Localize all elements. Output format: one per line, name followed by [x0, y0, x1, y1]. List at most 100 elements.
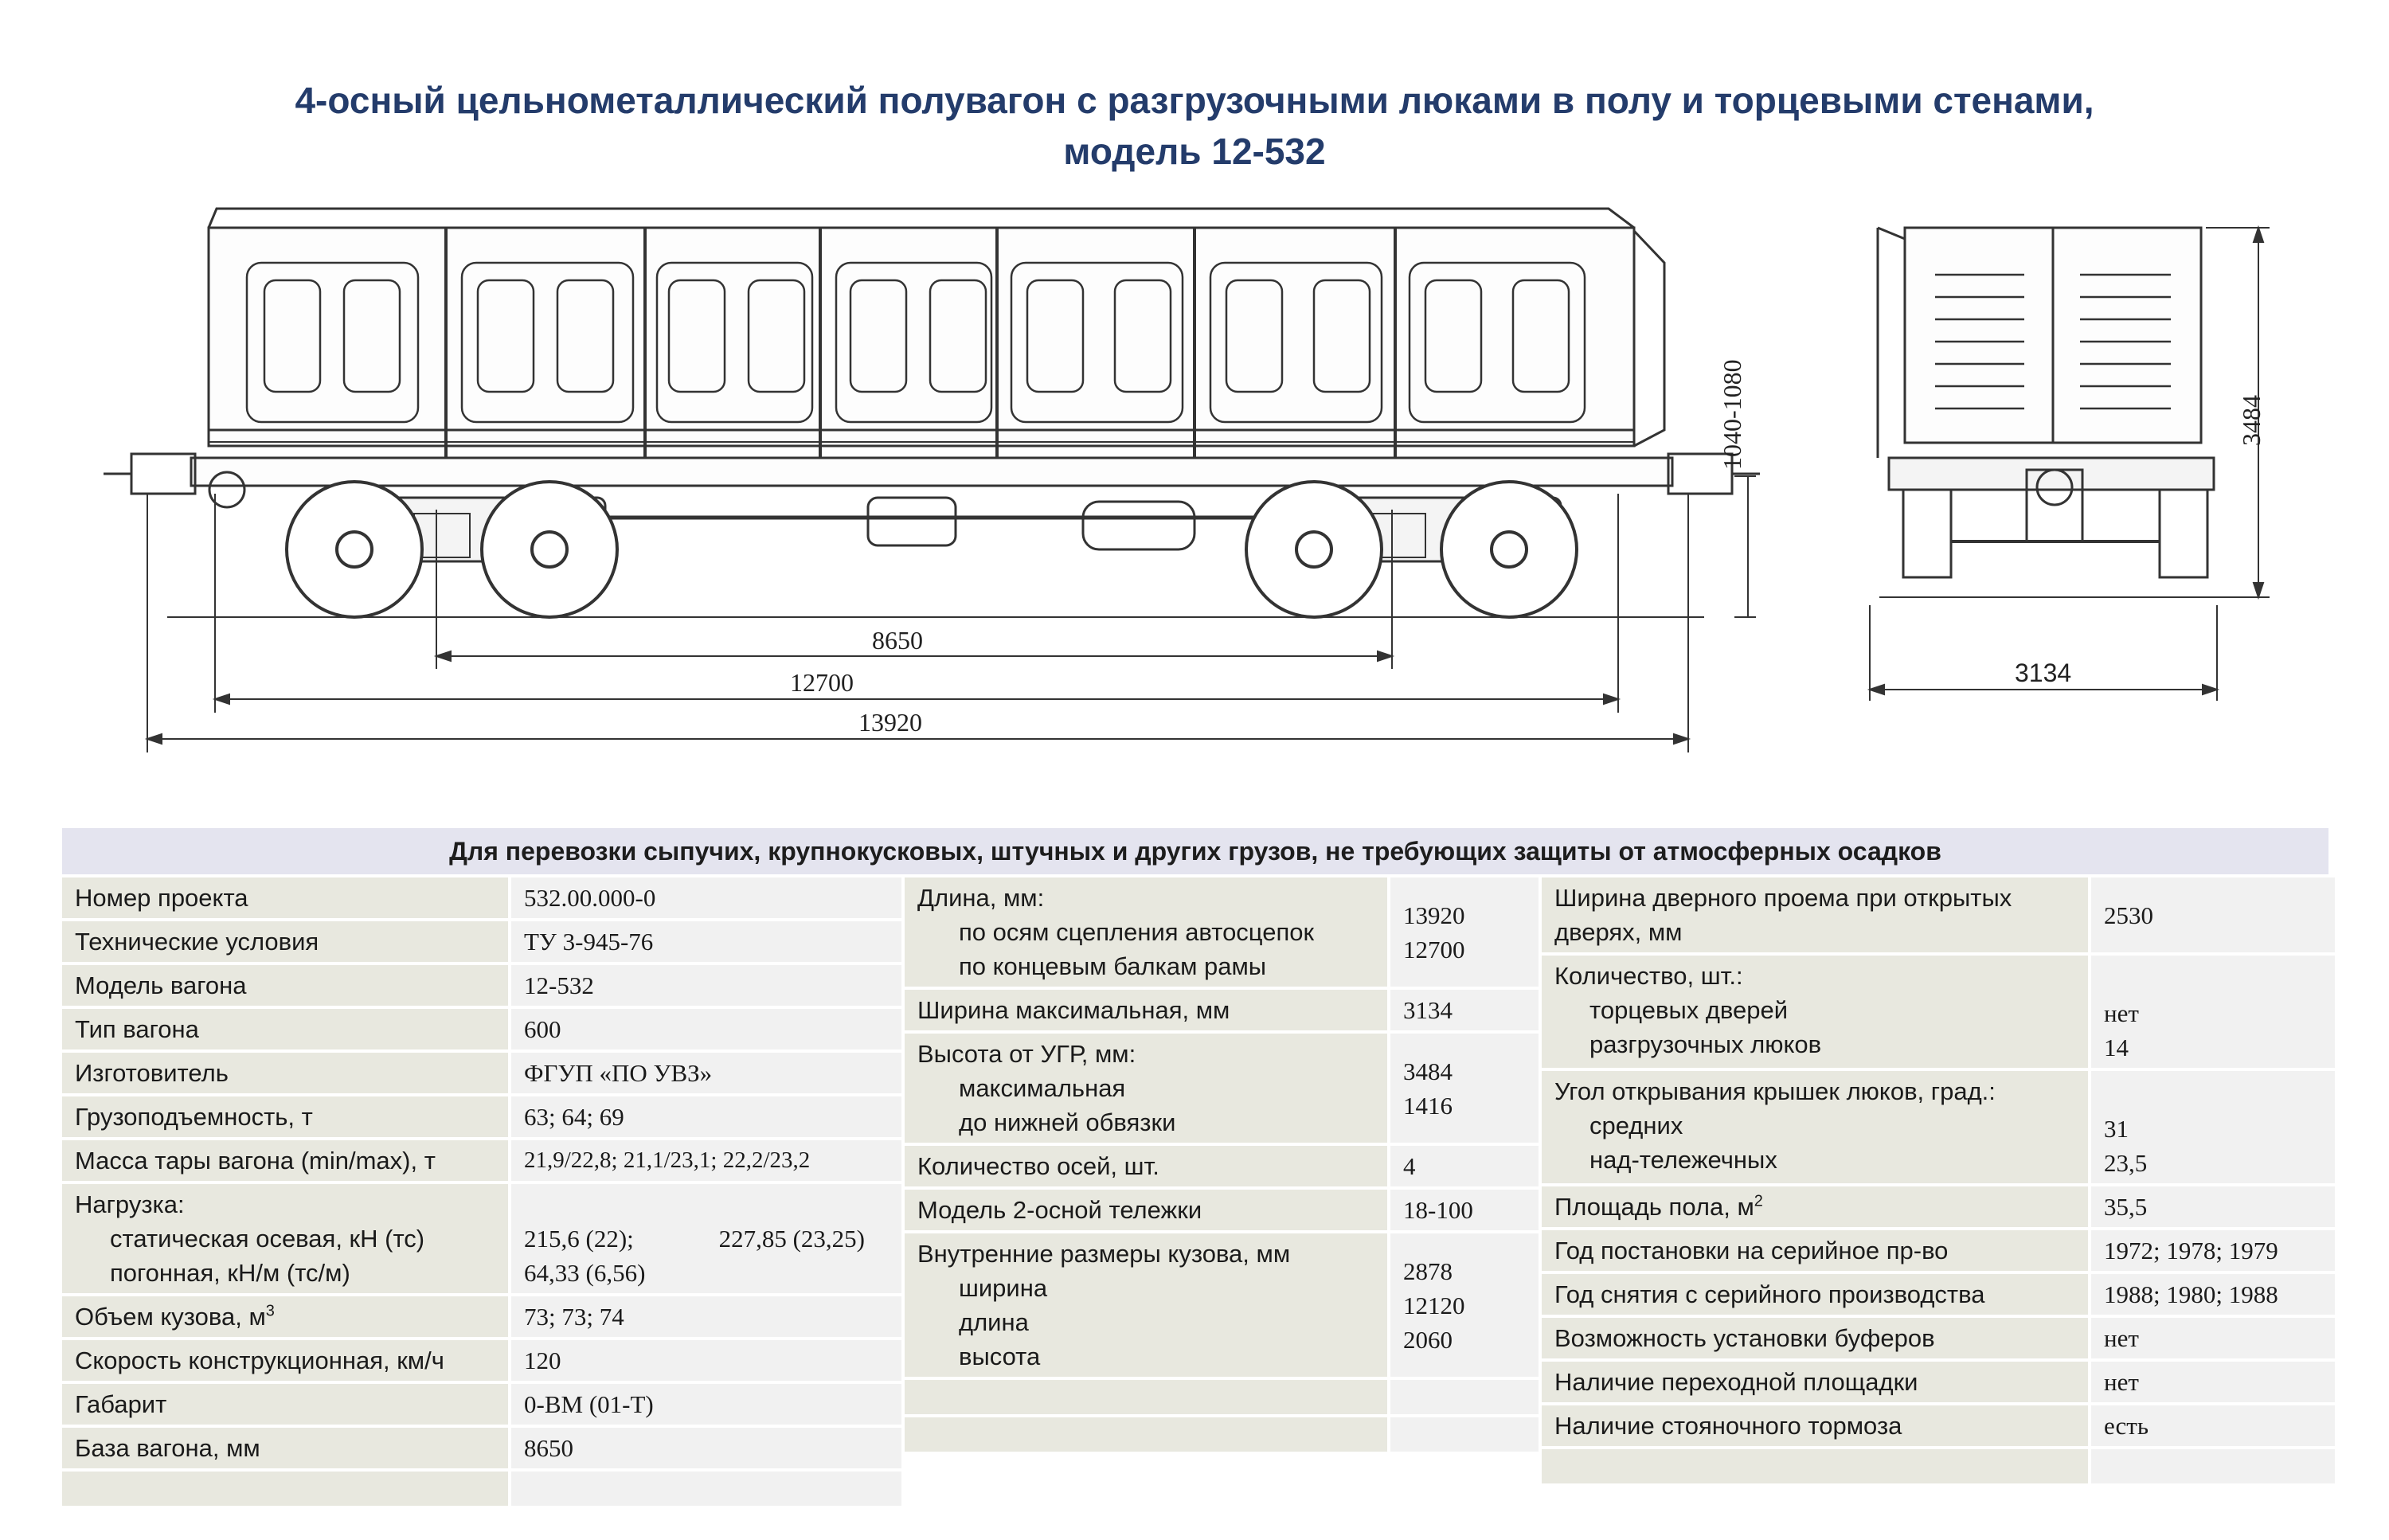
base-value: 8650: [511, 1428, 901, 1468]
inner-height-value: 2060: [1403, 1326, 1453, 1354]
project-value: 532.00.000-0: [511, 877, 901, 918]
height-lower-value: 1416: [1403, 1092, 1453, 1120]
table-row: База вагона, мм 8650: [62, 1428, 901, 1468]
table-row: Номер проекта 532.00.000-0: [62, 877, 901, 918]
floor-area-value: 35,5: [2091, 1186, 2335, 1227]
capacity-label: Грузоподъемность, т: [62, 1096, 508, 1137]
table-row: Высота от УГР, мм: максимальная до нижне…: [905, 1034, 1539, 1143]
specs-column-3: Ширина дверного проема при открытых двер…: [1542, 877, 2335, 1509]
table-row: Технические условия ТУ 3-945-76: [62, 921, 901, 962]
inner-width-value: 2878: [1403, 1257, 1453, 1285]
base-label: База вагона, мм: [62, 1428, 508, 1468]
maker-value: ФГУП «ПО УВЗ»: [511, 1053, 901, 1093]
end-year-value: 1988; 1980; 1988: [2091, 1274, 2335, 1315]
gauge-value: 0-ВМ (01-Т): [511, 1384, 901, 1425]
table-header: Для перевозки сыпучих, крупнокусковых, ш…: [62, 828, 2328, 877]
table-row: Скорость конструкционная, км/ч 120: [62, 1340, 901, 1381]
tare-label: Масса тары вагона (min/max), т: [62, 1140, 508, 1181]
table-row: Год постановки на серийное пр-во 1972; 1…: [1542, 1230, 2335, 1271]
table-row: Масса тары вагона (min/max), т 21,9/22,8…: [62, 1140, 901, 1181]
load-axle-label: статическая осевая, кН (тс): [110, 1225, 425, 1253]
table-row: Объем кузова, м3 73; 73; 74: [62, 1296, 901, 1337]
table-row: Габарит 0-ВМ (01-Т): [62, 1384, 901, 1425]
quantity-hatches-label: разгрузочных люков: [1589, 1030, 1822, 1058]
table-row: Модель вагона 12-532: [62, 965, 901, 1006]
table-row: Год снятия с серийного производства 1988…: [1542, 1274, 2335, 1315]
dim-end-width: 3134: [2015, 659, 2071, 687]
title-line-2: модель 12-532: [1063, 131, 1326, 172]
capacity-value: 63; 64; 69: [511, 1096, 901, 1137]
table-row: Грузоподъемность, т 63; 64; 69: [62, 1096, 901, 1137]
angle-label: Угол открывания крышек люков, град.:: [1554, 1077, 1996, 1105]
quantity-end-doors-value: нет: [2104, 999, 2139, 1027]
door-value: 2530: [2091, 877, 2335, 952]
inner-height-label: высота: [959, 1343, 1041, 1370]
quantity-end-doors-label: торцевых дверей: [1589, 996, 1789, 1024]
speed-label: Скорость конструкционная, км/ч: [62, 1340, 508, 1381]
quantity-hatches-value: 14: [2104, 1034, 2129, 1061]
tu-value: ТУ 3-945-76: [511, 921, 901, 962]
table-row: Наличие переходной площадки нет: [1542, 1362, 2335, 1402]
project-label: Номер проекта: [62, 877, 508, 918]
dim-base: 8650: [872, 626, 923, 655]
load-label: Нагрузка:: [75, 1190, 185, 1218]
empty-row: [1542, 1449, 2335, 1483]
length-frame-label: по концевым балкам рамы: [959, 952, 1267, 980]
specs-column-2: Длина, мм: по осям сцепления автосцепок …: [905, 877, 1539, 1509]
width-value: 3134: [1390, 990, 1539, 1030]
table-row: Тип вагона 600: [62, 1009, 901, 1049]
page-title: 4-осный цельнометаллический полувагон с …: [0, 75, 2389, 177]
platform-value: нет: [2091, 1362, 2335, 1402]
angle-bogie-label: над-тележечных: [1589, 1146, 1777, 1174]
length-coupler-value: 13920: [1403, 901, 1465, 929]
table-row: Ширина максимальная, мм 3134: [905, 990, 1539, 1030]
empty-row: [905, 1417, 1539, 1452]
table-row: Длина, мм: по осям сцепления автосцепок …: [905, 877, 1539, 987]
height-label: Высота от УГР, мм:: [917, 1040, 1136, 1068]
table-row: Ширина дверного проема при открытых двер…: [1542, 877, 2335, 952]
length-frame-value: 12700: [1403, 936, 1465, 963]
inner-length-label: длина: [959, 1308, 1029, 1336]
dim-frame-length: 12700: [790, 668, 854, 697]
type-label: Тип вагона: [62, 1009, 508, 1049]
quantity-label: Количество, шт.:: [1554, 962, 1743, 990]
load-linear-value: 64,33 (6,56): [524, 1259, 646, 1287]
table-row: Нагрузка: статическая осевая, кН (тс) по…: [62, 1184, 901, 1293]
speed-value: 120: [511, 1340, 901, 1381]
type-value: 600: [511, 1009, 901, 1049]
end-year-label: Год снятия с серийного производства: [1542, 1274, 2088, 1315]
load-linear-label: погонная, кН/м (тс/м): [110, 1259, 350, 1287]
buffers-value: нет: [2091, 1318, 2335, 1358]
height-max-value: 3484: [1403, 1057, 1453, 1085]
table-row: Угол открывания крышек люков, град.: сре…: [1542, 1071, 2335, 1183]
dim-end-height: 3484: [2237, 395, 2266, 446]
width-label: Ширина максимальная, мм: [905, 990, 1387, 1030]
angle-bogie-value: 23,5: [2104, 1149, 2148, 1177]
volume-label: Объем кузова, м: [75, 1303, 266, 1331]
buffers-label: Возможность установки буферов: [1542, 1318, 2088, 1358]
inner-length-value: 12120: [1403, 1292, 1465, 1319]
dim-coupler-length: 13920: [858, 708, 922, 737]
height-lower-label: до нижней обвязки: [959, 1108, 1176, 1136]
floor-area-label: Площадь пола, м: [1554, 1193, 1754, 1221]
table-row: Количество, шт.: торцевых дверей разгруз…: [1542, 956, 2335, 1068]
table-row: Количество осей, шт. 4: [905, 1146, 1539, 1186]
table-row: Возможность установки буферов нет: [1542, 1318, 2335, 1358]
side-view: [104, 207, 1760, 619]
inner-dims-label: Внутренние размеры кузова, мм: [917, 1240, 1291, 1268]
start-year-label: Год постановки на серийное пр-во: [1542, 1230, 2088, 1271]
tare-value: 21,9/22,8; 21,1/23,1; 22,2/23,2: [511, 1140, 901, 1181]
end-view: [1876, 226, 2230, 598]
volume-unit-sup: 3: [265, 1302, 275, 1320]
length-label: Длина, мм:: [917, 884, 1045, 912]
platform-label: Наличие переходной площадки: [1542, 1362, 2088, 1402]
table-row: Площадь пола, м2 35,5: [1542, 1186, 2335, 1227]
gauge-label: Габарит: [62, 1384, 508, 1425]
angle-middle-value: 31: [2104, 1115, 2129, 1143]
wagon-drawing: 8650 12700 13920 1040-1080: [104, 207, 2270, 752]
tu-label: Технические условия: [62, 921, 508, 962]
model-label: Модель вагона: [62, 965, 508, 1006]
specs-table: Для перевозки сыпучих, крупнокусковых, ш…: [62, 828, 2335, 1509]
table-row: Модель 2-осной тележки 18-100: [905, 1190, 1539, 1230]
length-coupler-label: по осям сцепления автосцепок: [959, 918, 1315, 946]
